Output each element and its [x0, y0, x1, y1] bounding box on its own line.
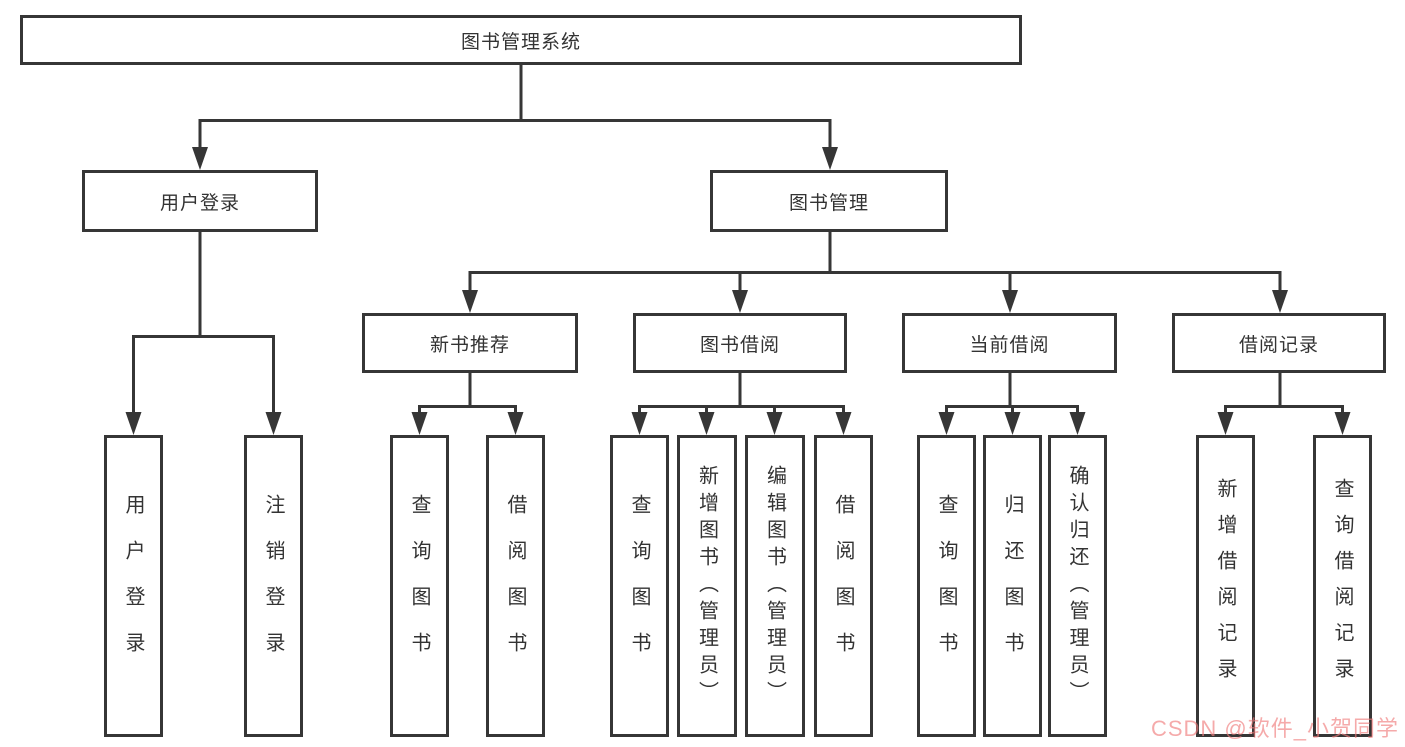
node-new-book-recommendation: 新书推荐 [362, 313, 578, 373]
node-borrow-books-2: 借阅图书 [814, 435, 873, 737]
node-user-login: 用户登录 [82, 170, 318, 232]
node-query-books-1: 查询图书 [390, 435, 449, 737]
tree-lines [132, 65, 1344, 412]
node-book-management: 图书管理 [710, 170, 948, 232]
node-return-books: 归还图书 [983, 435, 1042, 737]
node-add-book-admin: 新增图书（管理员） [677, 435, 737, 737]
csdn-watermark: CSDN @软件_小贺同学 [1150, 716, 1399, 741]
node-confirm-return-admin: 确认归还（管理员） [1048, 435, 1107, 737]
node-borrowing-records: 借阅记录 [1172, 313, 1386, 373]
node-logout: 注销登录 [244, 435, 303, 737]
arrow-down-icon [125, 147, 1351, 435]
node-book-borrowing: 图书借阅 [633, 313, 847, 373]
node-library-management-system: 图书管理系统 [20, 15, 1022, 65]
node-current-borrowing: 当前借阅 [902, 313, 1117, 373]
node-borrow-books-1: 借阅图书 [486, 435, 545, 737]
node-query-borrow-record: 查询借阅记录 [1313, 435, 1372, 737]
node-add-borrow-record: 新增借阅记录 [1196, 435, 1255, 737]
node-query-books-3: 查询图书 [917, 435, 976, 737]
node-user-login-leaf: 用户登录 [104, 435, 163, 737]
node-edit-book-admin: 编辑图书（管理员） [745, 435, 805, 737]
node-query-books-2: 查询图书 [610, 435, 669, 737]
